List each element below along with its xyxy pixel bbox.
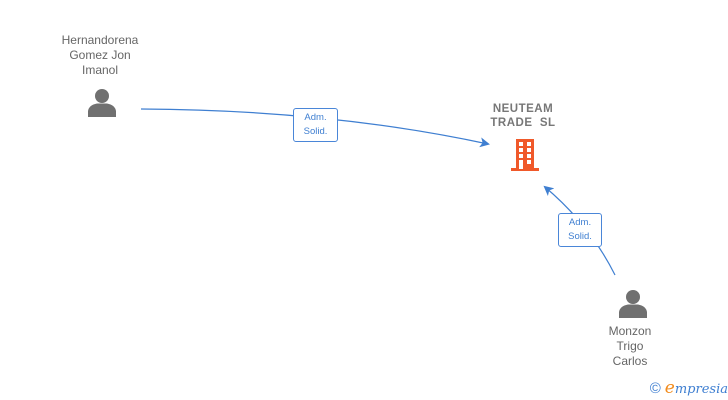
node-label-monzon[interactable]: Monzon Trigo Carlos: [608, 324, 652, 368]
person-icon[interactable]: [618, 289, 648, 318]
edge-label-role[interactable]: Adm. Solid.: [558, 213, 602, 247]
node-label-neuteam[interactable]: NEUTEAM TRADE SL: [490, 103, 556, 129]
person-icon[interactable]: [87, 88, 117, 117]
node-label-hernandorena[interactable]: Hernandorena Gomez Jon Imanol: [61, 33, 139, 77]
edge-label-role[interactable]: Adm. Solid.: [293, 108, 338, 142]
brand-logo: empresia: [664, 378, 728, 398]
building-icon[interactable]: [508, 138, 542, 172]
empresia-watermark: © empresia: [650, 378, 728, 398]
copyright-icon: ©: [649, 379, 661, 397]
